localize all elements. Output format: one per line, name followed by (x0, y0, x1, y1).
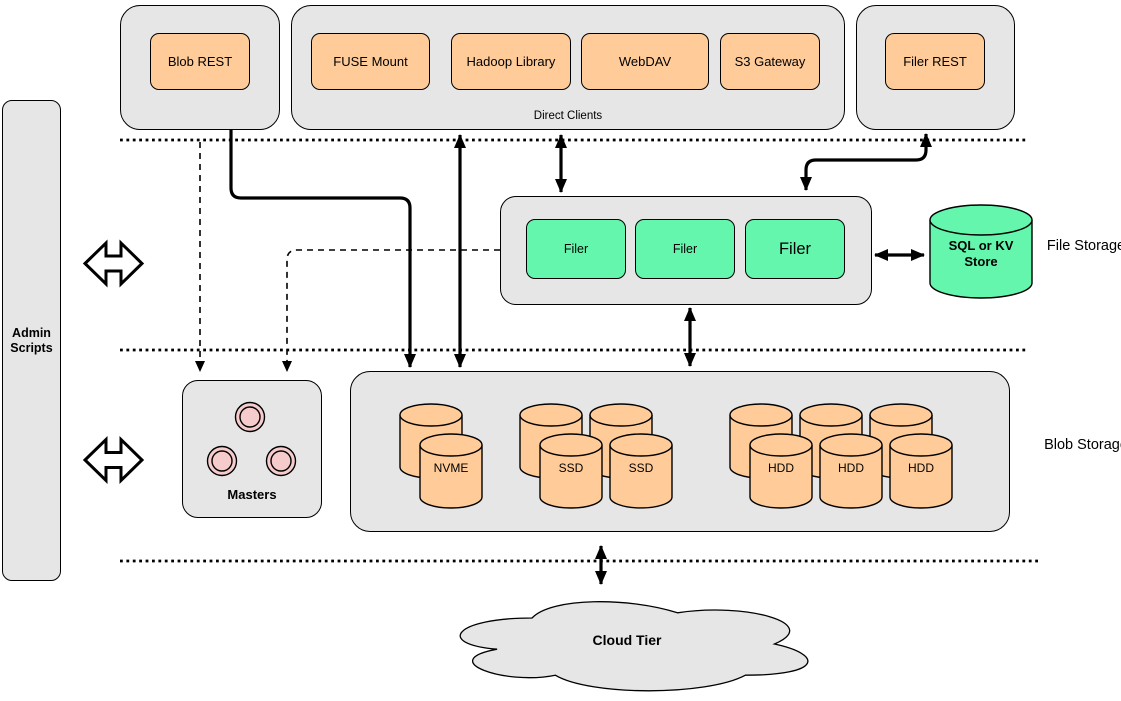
ssd-label-1: SSD (558, 461, 584, 475)
s3-gateway-node[interactable]: S3 Gateway (720, 33, 820, 90)
hdd-label-1: HDD (768, 461, 794, 475)
filer-rest-filer-arrow (800, 133, 932, 191)
filer-label-3: Filer (778, 239, 812, 258)
filer-node-3[interactable]: Filer (745, 219, 845, 279)
webdav-label: WebDAV (618, 54, 672, 69)
blob-rest-node[interactable]: Blob REST (150, 33, 250, 90)
admin-file-storage-arrow (82, 239, 145, 288)
hdd-label-3: HDD (908, 461, 934, 475)
masters-label: Masters (227, 487, 277, 502)
file-storage-tier-label: File Storage (1046, 238, 1121, 254)
filer-node-1[interactable]: Filer (526, 219, 626, 279)
ssd-label-2: SSD (628, 461, 654, 475)
blob-storage-tier-label: Blob Storage (1044, 437, 1121, 453)
hdd-label-2: HDD (838, 461, 864, 475)
filer-rest-label: Filer REST (903, 54, 967, 69)
blob-rest-label: Blob REST (167, 54, 233, 69)
blob-rest-to-blob-storage-arrow (229, 130, 416, 368)
admin-scripts-node[interactable]: Admin Scripts (2, 100, 61, 581)
filer-rest-node[interactable]: Filer REST (885, 33, 985, 90)
cloud-tier-label: Cloud Tier (592, 632, 662, 648)
hadoop-library-node[interactable]: Hadoop Library (451, 33, 571, 90)
fuse-mount-node[interactable]: FUSE Mount (311, 33, 430, 90)
admin-scripts-label: Admin Scripts (10, 325, 53, 355)
fuse-mount-label: FUSE Mount (333, 54, 408, 69)
s3-gateway-label: S3 Gateway (734, 54, 806, 69)
blob-storage-cluster (350, 371, 1010, 532)
nvme-label: NVME (433, 461, 469, 475)
webdav-node[interactable]: WebDAV (581, 33, 709, 90)
hadoop-library-label: Hadoop Library (466, 54, 556, 69)
filer-node-2[interactable]: Filer (635, 219, 735, 279)
filer-label-1: Filer (563, 242, 589, 256)
admin-blob-storage-arrow (82, 435, 145, 485)
filer-masters-dashed-arrow (282, 249, 500, 372)
filer-label-2: Filer (672, 242, 698, 256)
direct-clients-caption: Direct Clients (533, 110, 603, 122)
sql-kv-store-label: SQL or KV Store (948, 238, 1014, 269)
